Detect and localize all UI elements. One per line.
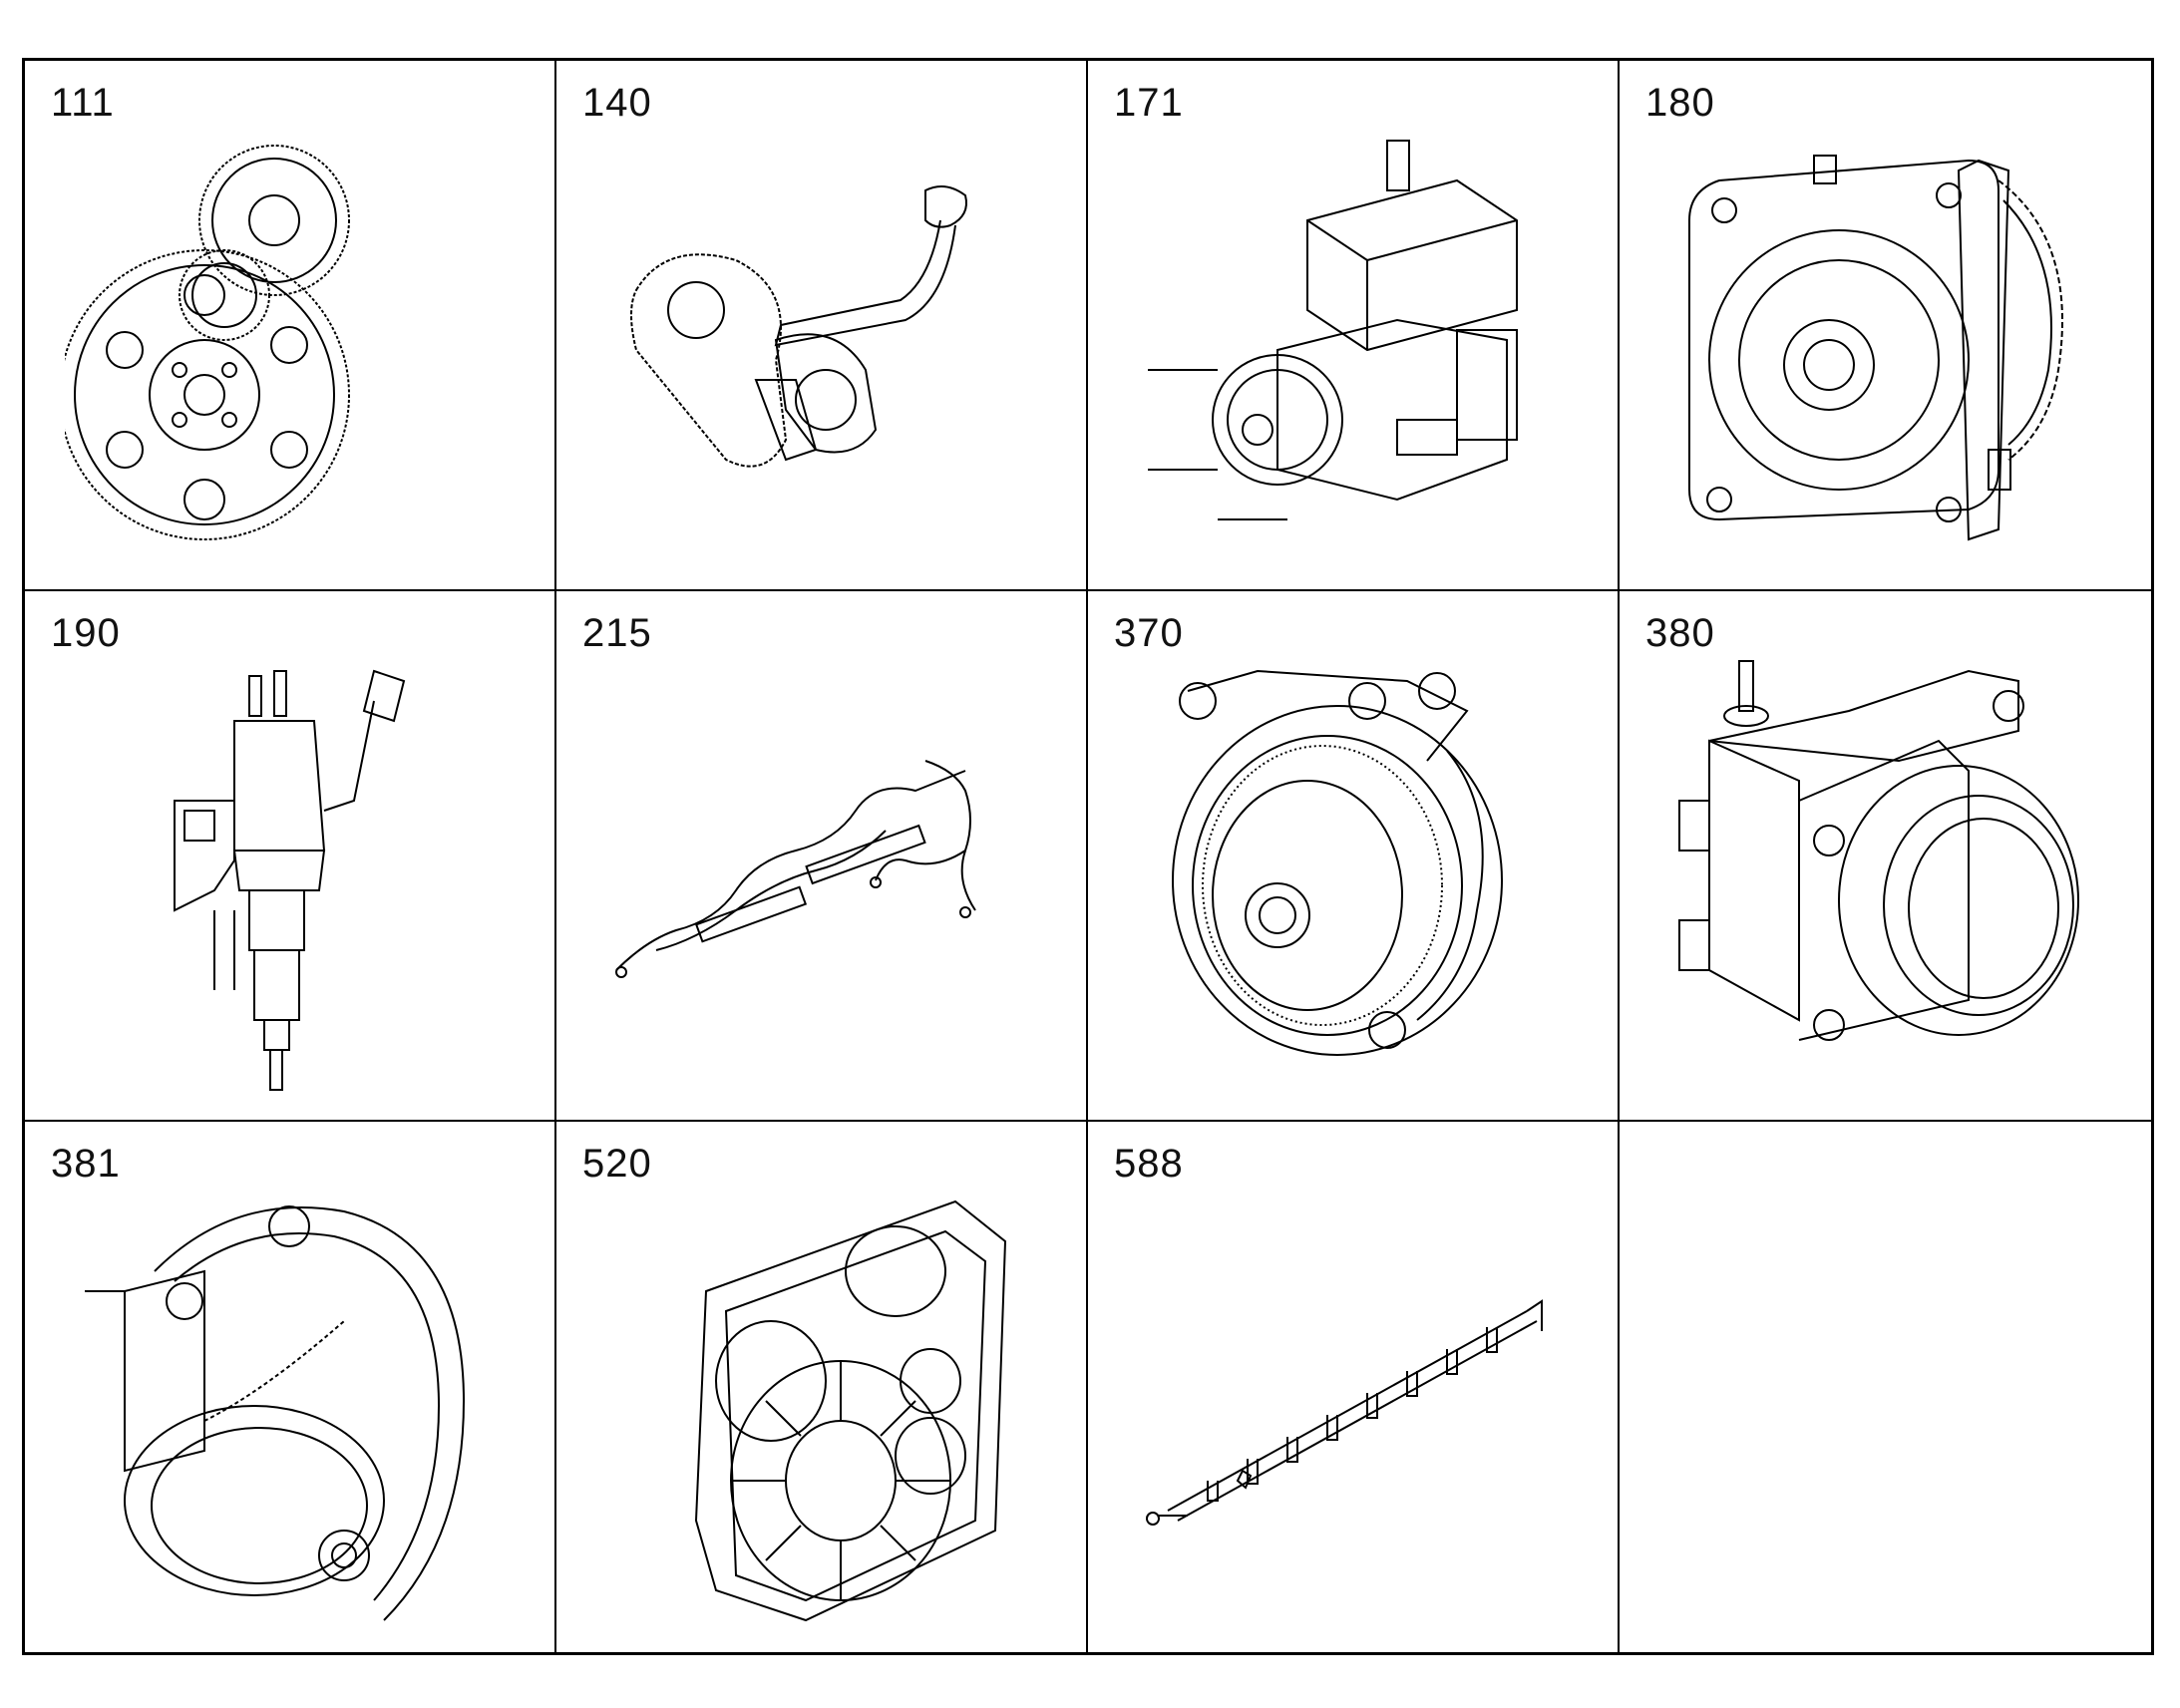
part-cell-588[interactable]: 588 — [1088, 1122, 1620, 1652]
part-cell-215[interactable]: 215 — [556, 591, 1088, 1122]
part-number: 215 — [582, 611, 652, 655]
part-number: 111 — [51, 81, 115, 125]
gear-train-icon — [65, 121, 514, 569]
part-cell-171[interactable]: 171 — [1088, 61, 1620, 591]
part-cell-190[interactable]: 190 — [25, 591, 556, 1122]
part-cell-111[interactable]: 111 — [25, 61, 556, 591]
part-cell-140[interactable]: 140 — [556, 61, 1088, 591]
part-number: 180 — [1645, 81, 1715, 125]
part-cell-370[interactable]: 370 — [1088, 591, 1620, 1122]
gear-pump-icon — [1659, 121, 2108, 569]
part-cell-520[interactable]: 520 — [556, 1122, 1088, 1652]
parts-grid: 111 140 — [22, 58, 2154, 1655]
timing-cover-icon — [596, 1182, 1045, 1630]
oil-pump-icon — [596, 121, 1045, 569]
injector-rail-icon — [1128, 1182, 1577, 1630]
part-number: 588 — [1114, 1142, 1184, 1186]
part-number: 370 — [1114, 611, 1184, 655]
part-cell-381[interactable]: 381 — [25, 1122, 556, 1652]
part-number: 190 — [51, 611, 121, 655]
part-number: 520 — [582, 1142, 652, 1186]
empty-cell — [1620, 1122, 2151, 1652]
housing-ring-icon — [65, 1182, 514, 1630]
part-number: 380 — [1645, 611, 1715, 655]
fuel-pump-icon — [1128, 121, 1577, 569]
water-pump-icon — [1128, 651, 1577, 1100]
injector-icon — [65, 651, 514, 1100]
thermostat-housing-icon — [1659, 651, 2108, 1100]
part-cell-380[interactable]: 380 — [1620, 591, 2151, 1122]
wiring-harness-icon — [596, 651, 1045, 1100]
part-number: 171 — [1114, 81, 1184, 125]
part-cell-180[interactable]: 180 — [1620, 61, 2151, 591]
part-number: 140 — [582, 81, 652, 125]
part-number: 381 — [51, 1142, 121, 1186]
